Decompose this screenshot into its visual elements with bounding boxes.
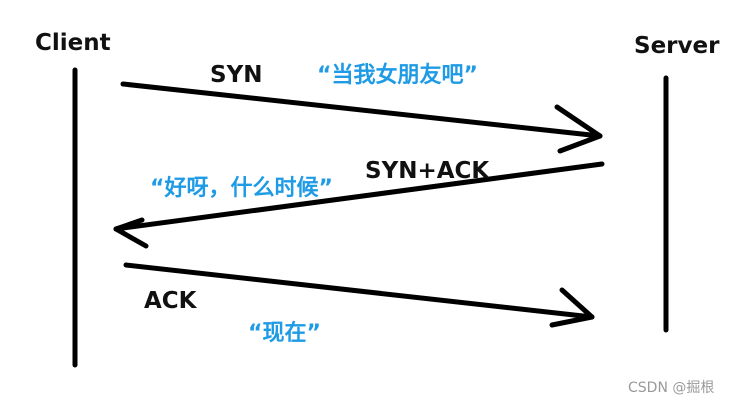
quote-2-label: “好呀，什么时候” (150, 175, 333, 201)
syn-ack-label: SYN+ACK (365, 158, 490, 184)
watermark-text: CSDN @掘根 (628, 380, 714, 396)
client-label: Client (35, 30, 111, 56)
ack-label: ACK (144, 288, 198, 314)
server-label: Server (634, 33, 720, 59)
syn-ack-arrow (113, 161, 605, 249)
ack-arrow (123, 262, 595, 328)
syn-label: SYN (210, 62, 262, 88)
quote-1-label: “当我女朋友吧” (317, 62, 478, 88)
syn-arrow (120, 81, 603, 154)
quote-3-label: “现在” (248, 320, 321, 346)
